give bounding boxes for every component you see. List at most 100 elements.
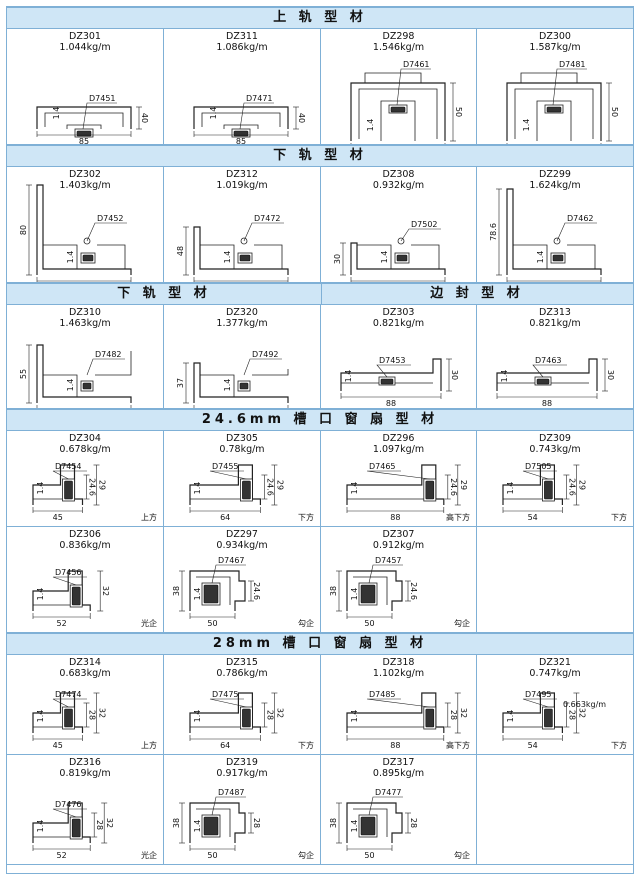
width-dimension: 88: [390, 513, 400, 522]
part-number: D7463: [535, 356, 562, 365]
width-dimension: 85: [236, 137, 246, 145]
profile-outline: [32, 570, 91, 611]
usage-note: 上方: [141, 741, 157, 750]
profile-weight: 1.097kg/m: [372, 444, 425, 455]
width-dimension: 52: [57, 619, 67, 628]
profile-outline: [502, 464, 564, 505]
width-dimension: 85: [79, 137, 89, 145]
leader-line: [86, 358, 125, 376]
profile-code: DZ307: [382, 529, 415, 540]
leader-line: [211, 564, 246, 584]
height-dimension: 50: [454, 107, 463, 117]
height-dimension: 29: [98, 480, 107, 490]
part-number: D7472: [254, 214, 281, 223]
empty-cell: [477, 755, 633, 865]
section-title: 24.6mm 槽 口 窗 扇 型 材: [201, 412, 439, 427]
profile-weight: 1.587kg/m: [529, 42, 581, 53]
leader-line: [400, 228, 441, 242]
profile-code: DZ300: [539, 31, 571, 42]
profile-code: DZ320: [226, 307, 258, 318]
height-dimension: 24.6: [449, 478, 458, 496]
screw-port: [83, 237, 91, 245]
profile-code: DZ316: [69, 757, 101, 768]
profile-weight: 0.819kg/m: [59, 768, 111, 779]
profile-code: DZ296: [382, 433, 415, 444]
profile-weight: 0.678kg/m: [59, 444, 111, 455]
profile-outline: [358, 88, 438, 139]
height-dimension: 24.6: [88, 478, 97, 496]
profile-outline: [502, 692, 564, 733]
leader-line: [243, 222, 284, 242]
leader-line: [532, 364, 567, 378]
seal-strip: [536, 378, 550, 385]
width-dimension: 88: [542, 399, 552, 408]
wall-thickness: 1.4: [193, 710, 202, 723]
profile-outline: [252, 369, 289, 376]
profile-outline: [513, 244, 548, 269]
leader-line: [243, 358, 282, 376]
part-number: D7465: [369, 462, 396, 471]
profile-code: DZ304: [69, 433, 101, 444]
leader-line: [209, 698, 247, 708]
leader-line: [366, 698, 430, 708]
profile-outline: [193, 226, 289, 275]
usage-note: 光企: [141, 619, 157, 628]
leader-line: [366, 470, 430, 480]
profile-outline: [43, 374, 78, 397]
width-dimension: 50: [207, 851, 217, 860]
height-dimension: 29: [275, 480, 284, 490]
profile-outline: [201, 112, 281, 127]
profile-outline: [36, 184, 132, 275]
profile-outline: [189, 464, 262, 505]
height-dimension: 29: [577, 480, 586, 490]
profile-outline: [44, 112, 124, 127]
profile-weight: 0.934kg/m: [216, 540, 268, 551]
height-dimension: 48: [176, 246, 185, 256]
wall-thickness: 1.4: [350, 482, 359, 495]
profile-code: DZ317: [382, 757, 415, 768]
part-number: D7453: [379, 356, 406, 365]
seal-strip: [239, 382, 249, 390]
part-number: D7452: [97, 214, 124, 223]
profile-weight: 0.836kg/m: [59, 540, 111, 551]
leader-line: [52, 698, 87, 708]
height-dimension: 32: [275, 708, 284, 718]
part-number: D7474: [55, 690, 82, 699]
part-number: D7471: [246, 94, 273, 103]
leader-line: [209, 470, 247, 480]
height-dimension: 38: [172, 818, 181, 828]
part-number: D7456: [55, 568, 82, 577]
profile-weight: 1.546kg/m: [372, 42, 425, 53]
seal-strip: [360, 584, 376, 604]
profile-outline: [223, 124, 259, 129]
leader-line: [239, 102, 274, 130]
height-dimension: 32: [459, 708, 468, 718]
leader-line: [368, 796, 403, 816]
height-dimension: 40: [297, 113, 306, 123]
profile-outline: [353, 808, 388, 837]
wall-thickness: 1.4: [36, 710, 45, 723]
width-dimension: 45: [53, 741, 63, 750]
seal-strip: [82, 254, 94, 262]
usage-note: 勾企: [298, 619, 314, 628]
height-dimension: 28: [449, 710, 458, 720]
height-dimension: 29: [459, 480, 468, 490]
height-dimension: 32: [101, 586, 110, 596]
profile-weight: 0.743kg/m: [529, 444, 581, 455]
section-title: 下 轨 型 材: [117, 286, 211, 301]
usage-note: 下方: [611, 741, 627, 750]
height-dimension: 24.6: [409, 582, 418, 600]
profile-outline: [95, 351, 132, 376]
